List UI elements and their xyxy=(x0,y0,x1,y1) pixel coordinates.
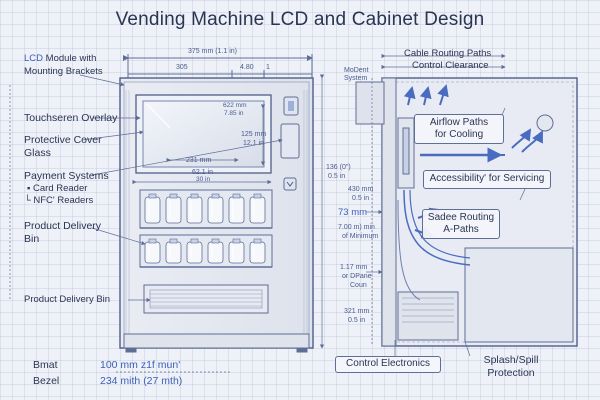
dim-height-a: 136 (0") xyxy=(326,164,351,171)
label-protective-cover: Protective Cover xyxy=(24,134,102,146)
diagram-title: Vending Machine LCD and Cabinet Design xyxy=(115,9,485,30)
callout-cable-routing: Sadee Routing A-Paths xyxy=(422,209,500,239)
dim-480: 4.80 xyxy=(240,64,254,71)
dim-bezel-62: 62.1 in xyxy=(192,169,214,176)
keypad xyxy=(280,123,300,159)
label-touchscreen: Touchseren Overlay xyxy=(24,112,118,124)
bottle xyxy=(249,241,266,264)
bottle-cap xyxy=(232,238,241,244)
bottle-cap xyxy=(253,238,262,244)
cabinet-hatching xyxy=(125,90,308,340)
bottle-cap xyxy=(169,193,178,199)
dim-screen-h-in: 12.1 in xyxy=(243,140,265,147)
dim-321b: 0.5 in xyxy=(348,317,366,324)
label-card-reader: ▪ Card Reader xyxy=(27,183,88,194)
dim-117b: or DPane xyxy=(342,273,372,280)
label-product-delivery-bin: Product Delivery xyxy=(24,220,102,232)
spec-value-2: 234 mith (27 mth) xyxy=(100,375,183,387)
dim-screen-w-mm: 622 mm xyxy=(223,102,247,109)
product-bottles xyxy=(144,193,266,264)
callout-airflow: Airflow Paths for Cooling xyxy=(414,114,504,144)
delivery-bin xyxy=(143,284,269,314)
label-splash-a: Splash/Spill xyxy=(483,354,539,366)
label-nfc-readers: └ NFC' Readers xyxy=(24,195,94,206)
dim-height-b: 0.5 in xyxy=(328,173,346,180)
label-lcd-module-c: Mounting Brackets xyxy=(24,66,103,77)
label-glass: Glass xyxy=(24,147,51,159)
label-payment-systems: Payment Systems xyxy=(24,170,109,182)
bottle-cap xyxy=(190,238,199,244)
bottle-cap xyxy=(148,193,157,199)
bottle xyxy=(144,196,161,224)
label-control-clearance: Control Clearance xyxy=(412,60,489,71)
spec-value-1: 100 mm z1f mun' xyxy=(100,359,181,371)
spec-label-1: Bmat xyxy=(33,359,58,371)
coin-slot xyxy=(283,177,297,191)
dim-overall-width: 375 mm (1.1 in) xyxy=(188,48,238,55)
bottle-cap xyxy=(253,193,262,199)
dim-73: 73 mm xyxy=(338,207,368,218)
dim-430a: 430 mm xyxy=(348,186,374,193)
dim-117a: 1.17 mm xyxy=(340,264,368,271)
bottle-cap xyxy=(232,193,241,199)
rear-compartment xyxy=(464,247,574,343)
callout-control-electronics: Control Electronics xyxy=(335,356,441,373)
bottle xyxy=(249,196,266,224)
bottle xyxy=(207,241,224,264)
label-lcd-module-a: LCD Module with xyxy=(24,53,97,64)
front-view xyxy=(119,54,325,353)
dim-screen-h-mm: 125 mm xyxy=(241,131,267,138)
label-cable-routing-paths: Cable Routing Paths xyxy=(404,48,492,59)
side-view xyxy=(355,53,578,347)
dim-count: Coun xyxy=(350,282,367,289)
label-product-delivery-bin-2: Product Delivery Bin xyxy=(24,294,111,305)
bottle xyxy=(186,241,203,264)
label-modem-a: MoDent xyxy=(344,67,369,74)
bottle xyxy=(228,241,245,264)
dim-screen-w-in: 7.85 in xyxy=(224,110,244,117)
spec-label-2: Bezel xyxy=(33,375,60,387)
bottle-cap xyxy=(211,238,220,244)
label-splash-b: Protection xyxy=(487,367,535,379)
bottle xyxy=(165,196,182,224)
dim-305: 305 xyxy=(176,64,188,71)
bottle-cap xyxy=(211,193,220,199)
dim-700b: of Minimum xyxy=(342,233,379,240)
label-bin: Bin xyxy=(24,233,40,245)
dim-screen-231: 231 mm xyxy=(186,157,212,164)
dim-700a: 7.00 m) min xyxy=(338,224,375,231)
bottle-cap xyxy=(169,238,178,244)
bottle xyxy=(186,196,203,224)
dim-bezel-30: 30 in xyxy=(196,176,211,183)
callout-accessibility: Accessibility' for Servicing xyxy=(423,170,551,189)
dim-321a: 321 mm xyxy=(344,308,370,315)
bottle xyxy=(207,196,224,224)
leader-lines xyxy=(9,74,283,373)
bottle-cap xyxy=(190,193,199,199)
dim-430b: 0.5 in xyxy=(352,195,370,202)
bottle xyxy=(144,241,161,264)
label-modem-b: System xyxy=(344,75,368,82)
bottle xyxy=(228,196,245,224)
modem-system-box xyxy=(355,81,385,125)
dim-1: 1 xyxy=(266,64,270,71)
bottle xyxy=(165,241,182,264)
bottle-cap xyxy=(148,238,157,244)
